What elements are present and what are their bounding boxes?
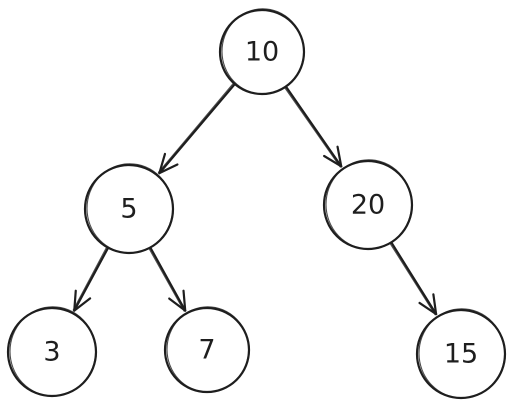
node-label: 15 [444, 339, 478, 370]
tree-node-10: 10 [218, 8, 306, 96]
node-label: 20 [351, 190, 385, 221]
edge-line-sketch [157, 83, 234, 173]
edge-line-sketch [284, 87, 341, 168]
edge-n20-n15 [389, 242, 438, 316]
node-circle-sketch [221, 8, 305, 95]
arrow-head-icon [73, 289, 92, 312]
edges-layer [72, 83, 438, 316]
edge-line [149, 247, 187, 312]
edge-n5-n7 [148, 247, 187, 312]
arrow-head-icon [418, 293, 438, 316]
node-circle-sketch [166, 306, 250, 393]
edge-line-sketch [148, 248, 185, 312]
node-label: 10 [245, 37, 279, 68]
nodes-layer: 10 5 20 3 7 15 [6, 8, 507, 400]
edge-line [158, 83, 236, 175]
edge-n5-n3 [72, 247, 109, 312]
node-circle-sketch [86, 163, 174, 254]
arrow-head-icon [168, 289, 187, 312]
node-circle-sketch [325, 159, 413, 250]
node-label: 3 [43, 337, 60, 368]
tree-node-7: 7 [163, 306, 251, 394]
edge-line [285, 86, 343, 168]
tree-node-15: 15 [415, 308, 507, 400]
node-label: 7 [198, 335, 215, 366]
tree-node-3: 3 [6, 306, 98, 398]
edge-line-sketch [389, 243, 436, 316]
tree-node-5: 5 [83, 163, 175, 255]
arrow-head-icon [323, 145, 343, 168]
node-label: 5 [120, 194, 137, 225]
edge-line [73, 247, 109, 312]
edge-line-sketch [72, 247, 107, 311]
edge-line [390, 242, 438, 316]
tree-node-20: 20 [322, 159, 414, 251]
node-circle-sketch [9, 306, 97, 397]
arrow-head-icon [158, 152, 179, 175]
node-circle-sketch [418, 308, 506, 399]
edge-n10-n20 [284, 86, 343, 168]
edge-n10-n5 [157, 83, 236, 175]
